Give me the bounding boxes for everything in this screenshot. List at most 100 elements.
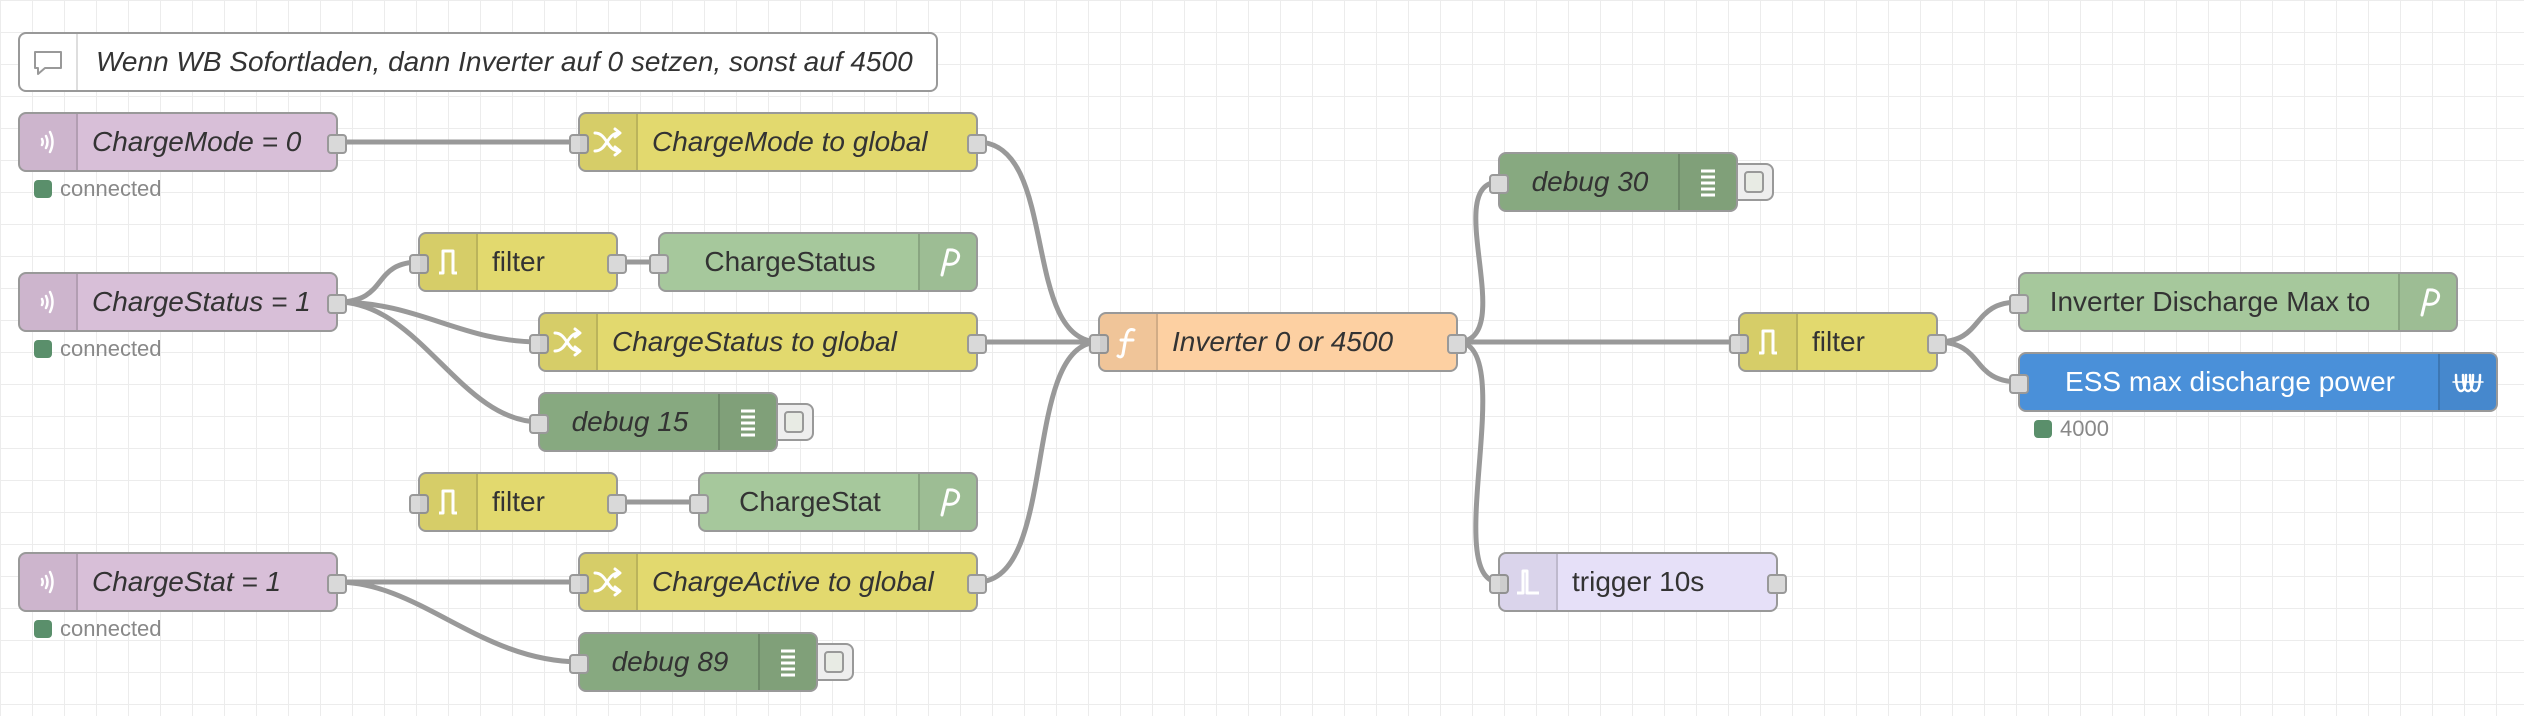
change-chargestatus-node[interactable]: ChargeStatus to global <box>529 312 987 372</box>
input-port[interactable] <box>1489 174 1509 194</box>
function-inverter-node[interactable]: Inverter 0 or 4500 <box>1089 312 1467 372</box>
pushover-icon <box>2398 274 2456 330</box>
status-dot-icon <box>2034 420 2052 438</box>
victron-icon <box>2438 354 2496 410</box>
node-label: debug 15 <box>571 406 689 437</box>
wire <box>976 339 1100 585</box>
flow-comment[interactable]: Wenn WB Sofortladen, dann Inverter auf 0… <box>18 32 938 92</box>
wire <box>336 579 582 665</box>
node-label: ChargeStatus to global <box>612 326 897 357</box>
node-label: ChargeActive to global <box>652 566 934 597</box>
debug-list-icon <box>1678 154 1736 210</box>
node-label: ChargeStatus = 1 <box>92 286 311 317</box>
rbe-filter-icon <box>420 474 478 530</box>
debug-toggle-button[interactable] <box>818 643 854 681</box>
wire <box>1456 179 1500 345</box>
node-label: ChargeStat <box>739 486 881 517</box>
debug-list-icon <box>758 634 816 690</box>
input-port[interactable] <box>649 254 669 274</box>
rbe-filter-icon <box>1740 314 1798 370</box>
change-chargemode-node[interactable]: ChargeMode to global <box>569 112 987 172</box>
shuffle-icon <box>580 554 638 610</box>
node-status: connected <box>34 336 162 362</box>
wire <box>1456 339 1500 585</box>
debug-89-node[interactable]: debug 89 <box>569 632 854 692</box>
node-label: filter <box>492 246 545 277</box>
output-port[interactable] <box>967 334 987 354</box>
input-port[interactable] <box>529 334 549 354</box>
node-label: filter <box>492 486 545 517</box>
debug-15-node[interactable]: debug 15 <box>529 392 814 452</box>
mqtt-in-chargestatus-node[interactable]: ChargeStatus = 1 <box>18 272 347 332</box>
filter-node[interactable]: filter <box>409 472 627 532</box>
status-dot-icon <box>34 340 52 358</box>
pushover-icon <box>918 474 976 530</box>
output-port[interactable] <box>327 294 347 314</box>
input-port[interactable] <box>1089 334 1109 354</box>
node-label: debug 89 <box>611 646 729 677</box>
output-port[interactable] <box>327 134 347 154</box>
node-label: Inverter 0 or 4500 <box>1172 326 1394 357</box>
node-label: ESS max discharge power <box>2065 366 2395 397</box>
output-port[interactable] <box>967 134 987 154</box>
node-status: connected <box>34 176 162 202</box>
rbe-filter-icon <box>420 234 478 290</box>
output-port[interactable] <box>607 494 627 514</box>
wire <box>1936 299 2020 345</box>
wire <box>336 259 421 305</box>
mqtt-in-chargestat-node[interactable]: ChargeStat = 1 <box>18 552 347 612</box>
output-port[interactable] <box>1767 574 1787 594</box>
debug-toggle-button[interactable] <box>1738 163 1774 201</box>
filter-node[interactable]: filter <box>409 232 627 292</box>
input-port[interactable] <box>409 494 429 514</box>
output-port[interactable] <box>607 254 627 274</box>
node-label: debug 30 <box>1531 166 1649 197</box>
node-label: ChargeStatus <box>704 246 876 277</box>
shuffle-icon <box>540 314 598 370</box>
input-port[interactable] <box>1729 334 1749 354</box>
input-port[interactable] <box>569 574 589 594</box>
output-port[interactable] <box>967 574 987 594</box>
output-port[interactable] <box>1927 334 1947 354</box>
radio-wave-icon <box>20 554 78 610</box>
status-dot-icon <box>34 620 52 638</box>
node-status: connected <box>34 616 162 642</box>
node-status: 4000 <box>2034 416 2109 442</box>
radio-wave-icon <box>20 114 78 170</box>
filter-node[interactable]: filter <box>1729 312 1947 372</box>
pushover-chargestat-node[interactable]: ChargeStat <box>689 472 978 532</box>
input-port[interactable] <box>409 254 429 274</box>
comment-icon <box>20 34 78 90</box>
node-label: ChargeMode = 0 <box>92 126 302 157</box>
input-port[interactable] <box>569 134 589 154</box>
wire <box>336 299 541 345</box>
trigger-node[interactable]: trigger 10s <box>1489 552 1787 612</box>
change-chargeactive-node[interactable]: ChargeActive to global <box>569 552 987 612</box>
mqtt-in-chargemode-node[interactable]: ChargeMode = 0 <box>18 112 347 172</box>
pushover-inverter-node[interactable]: Inverter Discharge Max to <box>2009 272 2458 332</box>
debug-toggle-button[interactable] <box>778 403 814 441</box>
comment-text: Wenn WB Sofortladen, dann Inverter auf 0… <box>96 46 913 77</box>
shuffle-icon <box>580 114 638 170</box>
status-dot-icon <box>34 180 52 198</box>
input-port[interactable] <box>569 654 589 674</box>
input-port[interactable] <box>689 494 709 514</box>
output-port[interactable] <box>327 574 347 594</box>
radio-wave-icon <box>20 274 78 330</box>
debug-list-icon <box>718 394 776 450</box>
pushover-icon <box>918 234 976 290</box>
node-label: ChargeStat = 1 <box>92 566 282 597</box>
node-label: filter <box>1812 326 1865 357</box>
pushover-chargestatus-node[interactable]: ChargeStatus <box>649 232 978 292</box>
wire <box>336 299 541 425</box>
input-port[interactable] <box>2009 374 2029 394</box>
node-label: trigger 10s <box>1572 566 1705 597</box>
trigger-icon <box>1500 554 1558 610</box>
output-port[interactable] <box>1447 334 1467 354</box>
input-port[interactable] <box>2009 294 2029 314</box>
debug-30-node[interactable]: debug 30 <box>1489 152 1774 212</box>
wire <box>1936 339 2020 385</box>
input-port[interactable] <box>529 414 549 434</box>
input-port[interactable] <box>1489 574 1509 594</box>
victron-ess-node[interactable]: ESS max discharge power <box>2009 352 2498 412</box>
